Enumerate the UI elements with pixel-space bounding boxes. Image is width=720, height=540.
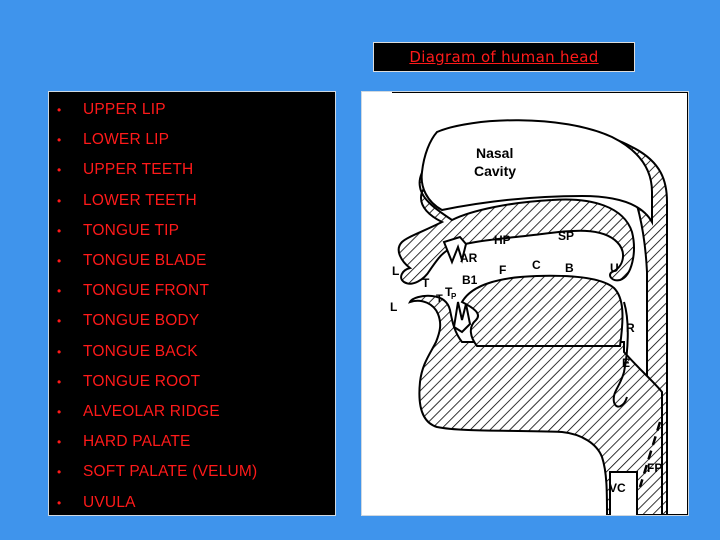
label-t-tip: T: [445, 285, 453, 299]
list-item-label: SOFT PALATE (VELUM): [83, 463, 258, 481]
articulator-list-panel: • UPPER LIP • LOWER LIP • UPPER TEETH • LOWER T…: [48, 91, 336, 516]
label-l-lower: L: [390, 300, 397, 314]
label-r: R: [626, 321, 635, 335]
lower-teeth-shape: [452, 301, 472, 334]
list-item: • TONGUE FRONT: [49, 276, 335, 306]
label-t-lower: T: [436, 293, 443, 305]
list-item: • TONGUE BLADE: [49, 246, 335, 276]
list-item: • UPPER LIP: [49, 95, 335, 125]
list-item-label: TONGUE ROOT: [83, 372, 201, 390]
list-item: • UPPER TEETH: [49, 155, 335, 185]
nasal-cavity: [420, 119, 653, 226]
label-cavity: Cavity: [474, 163, 516, 179]
bullet-icon: •: [57, 163, 62, 178]
label-nasal: Nasal: [476, 145, 513, 161]
slide-title: Diagram of human head: [409, 48, 599, 66]
tongue-shape: [460, 274, 624, 347]
articulator-list: • UPPER LIP • LOWER LIP • UPPER TEETH • LOWER T…: [49, 95, 335, 518]
bullet-icon: •: [57, 133, 62, 148]
list-item: • ALVEOLAR RIDGE: [49, 397, 335, 427]
head-diagram: Nasal Cavity HP SP AR B1 F C B U L T T T…: [390, 92, 688, 515]
label-t-upper: T: [422, 276, 430, 290]
label-u: U: [610, 261, 619, 275]
larynx-line: [609, 471, 638, 515]
title-box: Diagram of human head: [373, 42, 635, 72]
list-item: • TONGUE BACK: [49, 337, 335, 367]
list-item: • SOFT PALATE (VELUM): [49, 457, 335, 487]
bullet-icon: •: [57, 465, 62, 480]
label-l-upper: L: [392, 264, 399, 278]
label-fp: FP: [647, 461, 662, 475]
pharynx-wall: [612, 301, 629, 408]
label-c: C: [532, 258, 541, 272]
bullet-icon: •: [57, 103, 62, 118]
label-vc: VC: [609, 481, 626, 495]
lower-jaw-shape: [408, 294, 663, 515]
list-item-label: LOWER LIP: [83, 131, 170, 149]
label-hp: HP: [494, 233, 511, 247]
list-item-label: LOWER TEETH: [83, 191, 197, 209]
bullet-icon: •: [57, 344, 62, 359]
bullet-icon: •: [57, 404, 62, 419]
bullet-icon: •: [57, 193, 62, 208]
bullet-icon: •: [57, 374, 62, 389]
list-item-label: TONGUE BLADE: [83, 252, 207, 270]
label-f: F: [499, 263, 506, 277]
label-e: E: [622, 356, 630, 370]
list-item-label: TONGUE FRONT: [83, 282, 210, 300]
list-item: • LOWER LIP: [49, 125, 335, 155]
label-sp: SP: [558, 229, 574, 243]
list-item: • LOWER TEETH: [49, 186, 335, 216]
list-item-label: UVULA: [83, 493, 136, 511]
list-item-label: ALVEOLAR RIDGE: [83, 402, 220, 420]
bullet-icon: •: [57, 314, 62, 329]
list-item: • TONGUE TIP: [49, 216, 335, 246]
bullet-icon: •: [57, 254, 62, 269]
bullet-icon: •: [57, 284, 62, 299]
label-ar: AR: [460, 251, 478, 265]
list-item-label: TONGUE TIP: [83, 221, 180, 239]
label-p-sub: P: [451, 292, 457, 301]
list-item-label: TONGUE BACK: [83, 342, 198, 360]
list-item: • UVULA: [49, 487, 335, 517]
label-b: B: [565, 261, 574, 275]
list-item-label: HARD PALATE: [83, 433, 191, 451]
bullet-icon: •: [57, 495, 62, 510]
bullet-icon: •: [57, 435, 62, 450]
list-item-label: TONGUE BODY: [83, 312, 200, 330]
list-item: • TONGUE BODY: [49, 306, 335, 336]
epiglottis-dash: [638, 421, 662, 488]
list-item-label: UPPER TEETH: [83, 161, 194, 179]
list-item: • TONGUE ROOT: [49, 367, 335, 397]
list-item: • HARD PALATE: [49, 427, 335, 457]
list-item-label: UPPER LIP: [83, 101, 166, 119]
upper-teeth-shape: [442, 235, 468, 265]
label-b1: B1: [462, 273, 478, 287]
head-diagram-panel: Nasal Cavity HP SP AR B1 F C B U L T T T…: [361, 91, 689, 516]
bullet-icon: •: [57, 223, 62, 238]
